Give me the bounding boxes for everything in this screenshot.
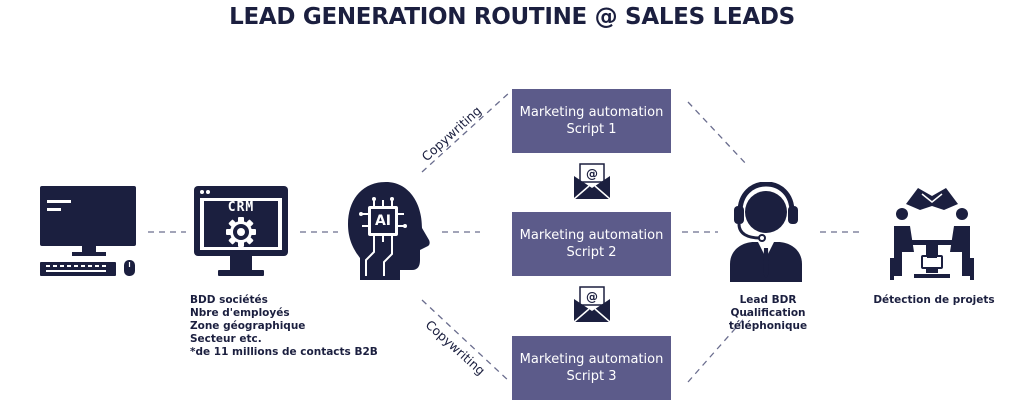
crm-detail-line: *de 11 millions de contacts B2B (190, 346, 378, 358)
connector-script3-bdr (687, 313, 749, 383)
bdr-label-subtitle: Qualification téléphonique (728, 307, 808, 332)
script-box-3: Marketing automation Script 3 (512, 336, 671, 400)
crm-details: BDD sociétés Nbre d'employés Zone géogra… (190, 294, 390, 359)
script-box-title: Marketing automation (519, 105, 664, 120)
crm-detail-line: Nbre d'employés (190, 307, 290, 319)
script-box-1: Marketing automation Script 1 (512, 89, 671, 153)
headset-agent-icon (730, 182, 802, 282)
ai-chip-text: AI (374, 213, 392, 229)
script-box-title: Marketing automation (519, 228, 664, 243)
detection-label: Détection de projets (873, 294, 995, 306)
svg-text:@: @ (586, 290, 598, 304)
email-envelope-icon: @ (573, 286, 611, 323)
email-envelope-icon: @ (573, 163, 611, 200)
crm-detail-line: Secteur etc. (190, 333, 262, 345)
crm-detail-line: Zone géographique (190, 320, 306, 332)
diagram-title: LEAD GENERATION ROUTINE @ SALES LEADS (229, 4, 795, 30)
crm-screen-text: CRM (227, 200, 255, 215)
script-box-number: Script 2 (566, 245, 617, 260)
connector-ai-script3 (421, 299, 511, 383)
handshake-meeting-icon (890, 188, 974, 280)
bdr-label-title: Lead BDR (739, 294, 797, 306)
script-box-title: Marketing automation (519, 352, 664, 367)
svg-text:@: @ (586, 167, 598, 181)
bdr-label: Lead BDR Qualification téléphonique (690, 294, 846, 333)
desktop-computer-icon (40, 186, 136, 276)
crm-detail-line: BDD sociétés (190, 294, 268, 306)
connector-script1-bdr (687, 101, 749, 167)
script-box-number: Script 3 (566, 369, 617, 384)
connector-ai-script1 (421, 91, 511, 173)
crm-monitor-icon: CRM (194, 186, 288, 282)
ai-head-icon: AI (346, 180, 434, 282)
script-box-number: Script 1 (566, 122, 617, 137)
script-box-2: Marketing automation Script 2 (512, 212, 671, 276)
